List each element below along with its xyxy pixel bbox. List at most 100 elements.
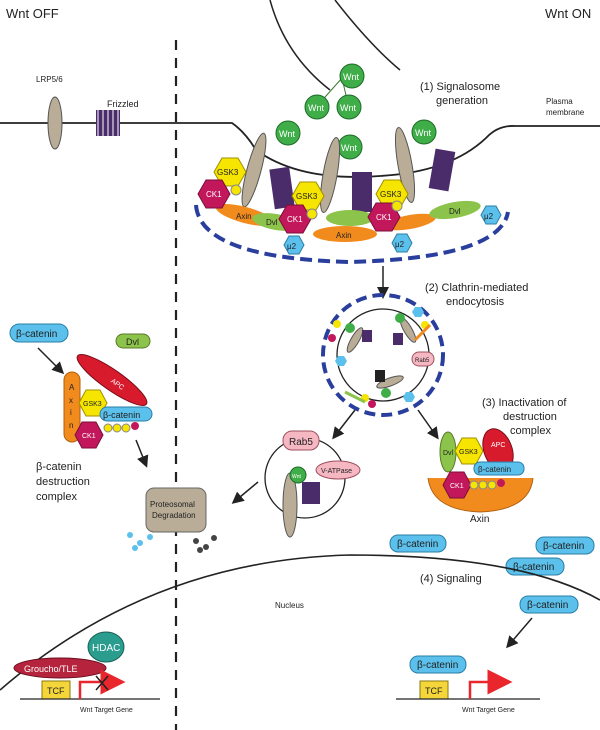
svg-text:β-catenin: β-catenin xyxy=(417,660,458,671)
svg-text:GSK3: GSK3 xyxy=(380,190,402,199)
rab5-protein xyxy=(282,430,320,451)
mu2-protein xyxy=(391,233,413,253)
hdac-protein xyxy=(87,631,125,663)
destruction-complex-label: β-catenin destruction complex xyxy=(36,461,93,503)
ck1-protein xyxy=(197,179,231,209)
lrp-receptor xyxy=(47,96,63,150)
ck1-protein xyxy=(442,471,472,499)
beta-catenin-protein xyxy=(9,323,69,343)
svg-text:HDAC: HDAC xyxy=(92,643,120,654)
nucleus-label: Nucleus xyxy=(275,601,304,610)
arrow-bcat-to-complex xyxy=(37,347,65,375)
groucho-protein xyxy=(13,657,107,679)
beta-catenin-protein xyxy=(473,461,525,476)
lrp-label: LRP5/6 xyxy=(36,75,63,84)
lrp-receptor xyxy=(319,137,341,213)
svg-text:CK1: CK1 xyxy=(450,483,464,490)
endocytic-membrane xyxy=(269,0,331,91)
inactivated-destruction-complex: Axin Dvl GSK3 APC β-catenin CK1 xyxy=(427,428,534,525)
svg-text:Dvl: Dvl xyxy=(443,450,454,457)
gsk3-protein xyxy=(291,181,325,211)
svg-text:GSK3: GSK3 xyxy=(459,449,478,456)
svg-text:CK1: CK1 xyxy=(376,213,392,222)
step1-label: (1) Signalosome generation xyxy=(420,81,503,107)
svg-text:GSK3: GSK3 xyxy=(83,401,102,408)
signalosome: Wnt Wnt Wnt Wnt Wnt Wnt Axin Axin xyxy=(194,63,510,265)
svg-text:Groucho/TLE: Groucho/TLE xyxy=(24,664,78,674)
svg-text:Dvl: Dvl xyxy=(126,337,139,347)
rab5-endosome: Rab5 V-ATPase Wnt xyxy=(264,430,361,538)
arrow-to-proteosome xyxy=(231,481,259,504)
frizzled-receptor xyxy=(96,110,120,136)
wnt-on-header: Wnt ON xyxy=(545,6,591,21)
step4-label: (4) Signaling xyxy=(420,573,482,585)
step2-label: (2) Clathrin-mediated endocytosis xyxy=(425,282,531,308)
svg-text:Wnt: Wnt xyxy=(341,143,358,153)
arrow-vesicle-to-step3 xyxy=(417,409,439,440)
wnt-ligand xyxy=(289,466,307,484)
mu2-protein xyxy=(283,235,305,255)
arrow-complex-to-degradation xyxy=(135,439,149,468)
svg-text:Wnt: Wnt xyxy=(343,72,360,82)
plasma-membrane-label: Plasma membrane xyxy=(546,97,585,117)
svg-text:V-ATPase: V-ATPase xyxy=(321,468,352,475)
wnt-ligand xyxy=(304,94,330,120)
ck1-protein xyxy=(367,202,401,232)
svg-text:μ2: μ2 xyxy=(484,212,494,221)
svg-text:GSK3: GSK3 xyxy=(217,168,239,177)
svg-text:μ2: μ2 xyxy=(395,240,405,249)
plasma-membrane xyxy=(0,122,600,178)
svg-text:β-catenin: β-catenin xyxy=(397,539,438,550)
svg-text:Wnt: Wnt xyxy=(279,129,296,139)
nuclear-envelope xyxy=(0,554,600,691)
frizzled-receptor xyxy=(269,148,456,212)
arrow-vesicle-to-rab5 xyxy=(332,409,356,440)
axin-protein xyxy=(384,213,436,231)
svg-text:β-catenin: β-catenin xyxy=(527,600,568,611)
ck1-protein xyxy=(74,421,104,449)
svg-text:β-catenin: β-catenin xyxy=(16,329,57,340)
svg-text:Axin: Axin xyxy=(336,231,352,240)
wnt-cluster: Wnt Wnt Wnt Wnt Wnt Wnt xyxy=(275,63,437,160)
svg-text:CK1: CK1 xyxy=(82,433,96,440)
destruction-complex: APC A x i n GSK3 β-catenin CK1 xyxy=(63,354,153,449)
wnt-ligand xyxy=(411,119,437,145)
apc-protein xyxy=(76,354,148,406)
step3-label: (3) Inactivation of destruction complex xyxy=(482,397,569,437)
dvl-protein xyxy=(429,200,481,220)
beta-catenin-protein xyxy=(99,406,153,422)
axin-protein xyxy=(63,371,81,443)
svg-text:CK1: CK1 xyxy=(287,215,303,224)
wnt-ligand xyxy=(339,63,365,89)
svg-text:TCF: TCF xyxy=(47,686,65,696)
svg-text:Wnt: Wnt xyxy=(292,474,302,480)
svg-text:Wnt: Wnt xyxy=(308,103,325,113)
svg-text:β-catenin: β-catenin xyxy=(103,410,140,420)
repressor-complex: HDAC Groucho/TLE TCF Wnt Target Gene xyxy=(13,631,160,714)
beta-catenin-protein xyxy=(409,655,467,674)
svg-text:β-catenin: β-catenin xyxy=(543,541,584,552)
wnt-ligand xyxy=(275,120,301,146)
wnt-ligand xyxy=(336,94,362,120)
svg-text:β-catenin: β-catenin xyxy=(513,562,554,573)
svg-text:Rab5: Rab5 xyxy=(289,437,313,448)
proteosome: Proteosomal Degradation xyxy=(127,487,217,553)
svg-text:β-catenin: β-catenin xyxy=(478,465,511,474)
mu2-protein xyxy=(480,205,502,225)
clathrin-vesicle: Rab5 xyxy=(321,293,445,417)
frizzled-label: Frizzled xyxy=(107,99,139,109)
svg-text:Wnt: Wnt xyxy=(340,103,357,113)
svg-text:GSK3: GSK3 xyxy=(296,192,318,201)
svg-text:Wnt: Wnt xyxy=(415,128,432,138)
dvl-protein xyxy=(115,333,151,349)
svg-text:A x i n: A x i n xyxy=(69,383,76,430)
svg-text:Proteosomal Degradation: Proteosomal Degradation xyxy=(150,500,197,520)
svg-text:Wnt Target Gene: Wnt Target Gene xyxy=(80,707,133,714)
svg-text:APC: APC xyxy=(491,442,505,449)
rab5-protein xyxy=(411,351,435,367)
vatpase-protein xyxy=(315,460,361,480)
svg-text:Axin: Axin xyxy=(236,212,252,221)
svg-text:Rab5: Rab5 xyxy=(415,358,430,364)
endocytic-membrane-right xyxy=(334,0,401,71)
svg-text:μ2: μ2 xyxy=(287,242,297,251)
